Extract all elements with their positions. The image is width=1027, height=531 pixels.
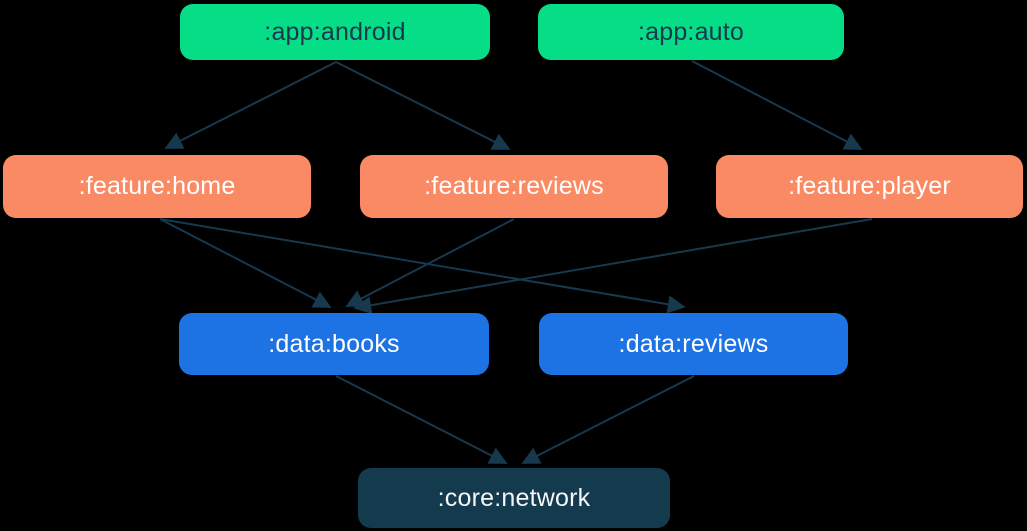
node-core-network: :core:network — [358, 468, 670, 528]
node-label: :data:books — [268, 329, 400, 358]
node-label: :app:android — [264, 17, 406, 46]
edge-feature-home-to-data-books — [159, 218, 332, 308]
edge-feature-reviews-to-data-books — [345, 218, 515, 307]
node-app-auto: :app:auto — [538, 4, 844, 60]
edge-feature-player-to-data-books — [353, 218, 873, 315]
edge-data-books-to-core-network — [335, 375, 508, 464]
node-feature-home: :feature:home — [3, 155, 311, 218]
edge-app-android-to-feature-home — [164, 61, 337, 149]
node-label: :data:reviews — [618, 329, 769, 358]
edge-feature-home-to-data-reviews — [159, 218, 686, 314]
edge-data-reviews-to-core-network — [521, 375, 695, 464]
edge-app-android-to-feature-reviews — [335, 61, 511, 150]
node-data-reviews: :data:reviews — [539, 313, 848, 375]
node-label: :core:network — [437, 483, 591, 512]
node-label: :feature:reviews — [424, 172, 604, 200]
node-feature-reviews: :feature:reviews — [360, 155, 668, 218]
node-label: :feature:player — [788, 172, 951, 200]
node-app-android: :app:android — [180, 4, 490, 60]
node-label: :app:auto — [637, 17, 745, 46]
edge-app-auto-to-feature-player — [691, 60, 863, 150]
node-label: :feature:home — [78, 172, 236, 200]
node-data-books: :data:books — [179, 313, 489, 375]
node-feature-player: :feature:player — [716, 155, 1023, 218]
